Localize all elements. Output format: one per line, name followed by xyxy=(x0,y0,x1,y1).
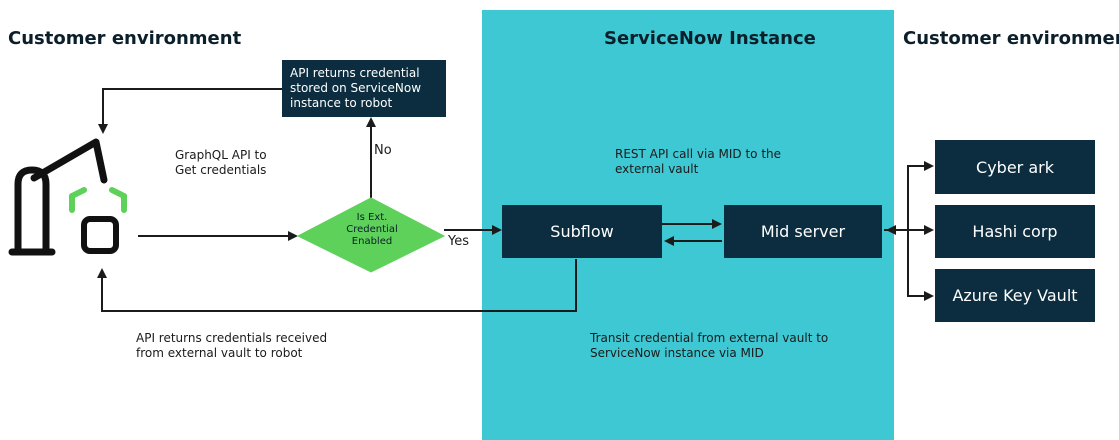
azure-key-vault-box: Azure Key Vault xyxy=(935,269,1095,322)
arrow-api-to-robot-top xyxy=(98,88,282,134)
api-returns-stored-box: API returns credential stored on Service… xyxy=(282,60,446,117)
robot-arm-icon xyxy=(8,138,127,256)
api-returns-stored-text: API returns credential stored on Service… xyxy=(290,66,422,110)
arrow-subflow-to-robot xyxy=(97,259,577,312)
cyber-ark-box: Cyber ark xyxy=(935,140,1095,194)
transit-label: Transit credential from external vault t… xyxy=(590,331,829,360)
yes-label: Yes xyxy=(448,234,469,249)
left-heading: Customer environment xyxy=(8,28,242,49)
decision-diamond xyxy=(296,197,446,273)
no-label: No xyxy=(374,143,392,158)
right-heading: Customer environment xyxy=(903,28,1119,49)
graphql-label: GraphQL API to Get credentials xyxy=(175,148,267,177)
decision-label: Is Ext. Credential Enabled xyxy=(346,212,398,247)
subflow-box: Subflow xyxy=(502,205,662,258)
center-heading: ServiceNow Instance xyxy=(604,28,816,49)
api-returns-received-label: API returns credentials received from ex… xyxy=(136,331,328,360)
mid-server-box: Mid server xyxy=(724,205,882,258)
arrow-trunk-to-cyberark xyxy=(907,161,934,230)
hashi-corp-box: Hashi corp xyxy=(935,205,1095,258)
rest-api-label: REST API call via MID to the external va… xyxy=(615,147,782,176)
arrow-trunk-to-azure xyxy=(907,230,934,301)
